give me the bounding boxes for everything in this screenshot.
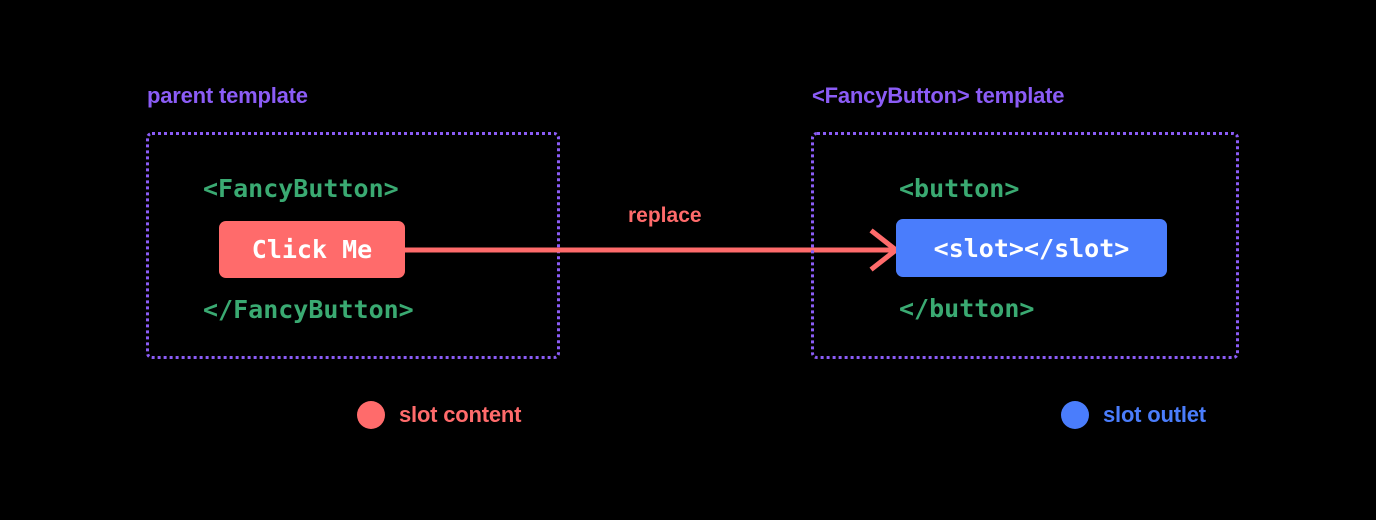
child-open-tag: <button> <box>899 174 1020 203</box>
parent-open-tag: <FancyButton> <box>203 174 399 203</box>
legend-item-slot-outlet: slot outlet <box>1061 401 1206 429</box>
legend-item-slot-content: slot content <box>357 401 521 429</box>
parent-template-caption: parent template <box>147 83 308 108</box>
child-template-caption: <FancyButton> template <box>812 83 1065 108</box>
legend-label-slot-outlet: slot outlet <box>1103 402 1206 427</box>
legend-label-slot-content: slot content <box>399 402 522 427</box>
replace-arrow-label: replace <box>628 204 702 227</box>
slot-content-swatch-icon <box>357 401 385 429</box>
parent-close-tag: </FancyButton> <box>203 295 414 324</box>
slot-outlet-swatch-icon <box>1061 401 1089 429</box>
child-template-box <box>811 132 1239 359</box>
parent-template-box <box>146 132 560 359</box>
slot-outlet-chip[interactable]: <slot></slot> <box>896 219 1167 277</box>
slot-content-chip[interactable]: Click Me <box>219 221 405 278</box>
child-close-tag: </button> <box>899 294 1035 323</box>
